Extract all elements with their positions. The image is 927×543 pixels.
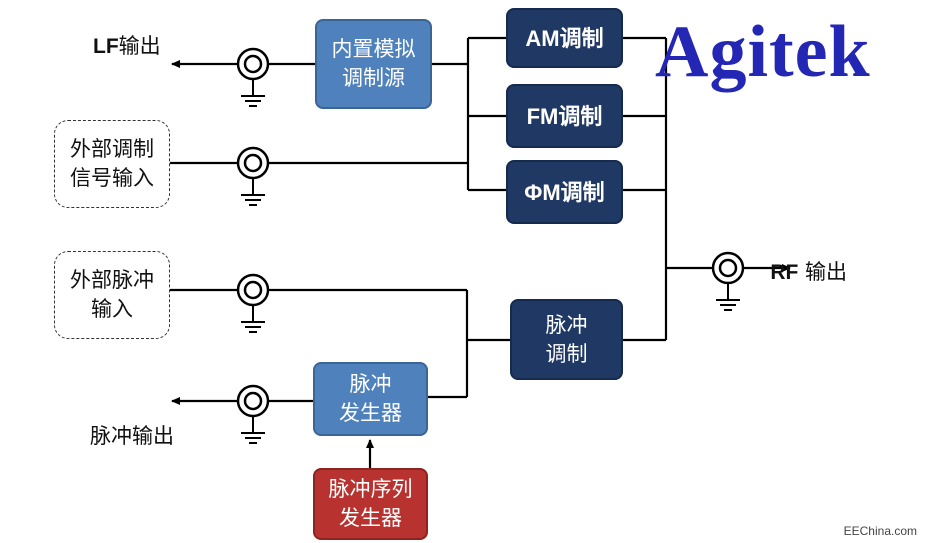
rf-output-suffix: 输出 (798, 260, 848, 284)
am-mod-block: AM调制 (506, 8, 623, 68)
ext-mod-input-box: 外部调制 信号输入 (54, 120, 170, 208)
pulse-sequence-generator-block: 脉冲序列 发生器 (313, 468, 428, 540)
rf-output-connector-icon (711, 251, 745, 311)
ext-pulse-connector-icon (236, 273, 270, 333)
lf-output-prefix: LF (93, 35, 119, 58)
fm-mod-block: FM调制 (506, 84, 623, 148)
internal-mod-source-block: 内置模拟 调制源 (315, 19, 432, 109)
ext-pulse-input-box: 外部脉冲 输入 (54, 251, 170, 339)
pulse-output-connector-icon (236, 384, 270, 444)
lf-output-label: LF输出 (93, 30, 161, 60)
rf-output-prefix: RF (770, 261, 799, 284)
pm-mod-block: ΦM调制 (506, 160, 623, 224)
pulse-mod-block: 脉冲 调制 (510, 299, 623, 380)
agitek-logo: Agitek (655, 11, 871, 93)
pulse-generator-block: 脉冲 发生器 (313, 362, 428, 436)
lf-output-suffix: 输出 (118, 34, 161, 58)
pulse-output-label: 脉冲输出 (90, 424, 174, 448)
ext-mod-connector-icon (236, 146, 270, 206)
rf-output-label: RF 输出 (757, 232, 847, 286)
eechina-watermark: EEChina.com (843, 524, 917, 538)
lf-output-connector-icon (236, 47, 270, 107)
